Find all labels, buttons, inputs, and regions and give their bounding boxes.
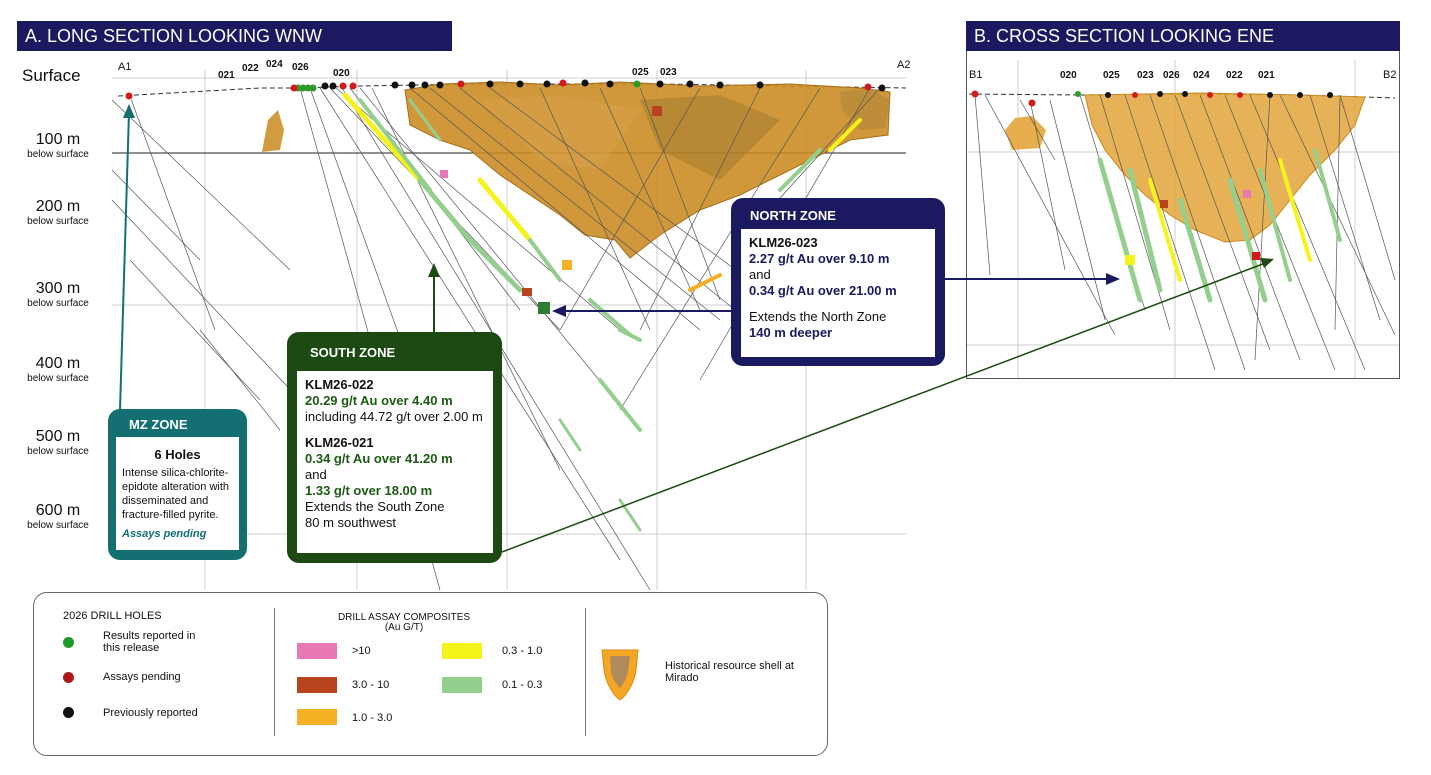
legend-assay-title: DRILL ASSAY COMPOSITES <box>337 612 471 623</box>
south-hole-1-result: 20.29 g/t Au over 4.40 m <box>305 393 453 408</box>
legend-assay-unit: (Au G/T) <box>384 622 424 633</box>
hole-label-b-024: 024 <box>1193 70 1210 81</box>
legend-assay-label-3: 1.0 - 3.0 <box>352 712 393 724</box>
south-hole-1: KLM26-022 <box>305 377 374 392</box>
legend-swatch-0.3-1 <box>442 643 482 659</box>
mz-holes: 6 Holes <box>154 447 201 462</box>
hole-label-b-021: 021 <box>1258 70 1275 81</box>
south-hole-2-result-2: 1.33 g/t over 18.00 m <box>305 483 433 498</box>
north-zone-title: NORTH ZONE <box>750 208 836 223</box>
legend-divider-1 <box>274 608 275 736</box>
north-result-2: 0.34 g/t Au over 21.00 m <box>749 283 897 298</box>
end-label-b1: B1 <box>969 69 983 81</box>
legend: 2026 DRILL HOLES Results reported in thi… <box>33 592 828 756</box>
section-b-assay-composites <box>1097 148 1342 303</box>
mz-zone-title: MZ ZONE <box>129 417 188 432</box>
legend-swatch-gt10 <box>297 643 337 659</box>
north-zone-callout: NORTH ZONE KLM26-023 2.27 g/t Au over 9.… <box>731 198 945 366</box>
section-a-assay-composites <box>342 92 862 532</box>
hole-label-a-025: 025 <box>632 67 649 78</box>
end-label-a2: A2 <box>897 59 911 71</box>
section-b-title: B. CROSS SECTION LOOKING ENE <box>966 21 1400 51</box>
south-and: and <box>305 467 327 482</box>
legend-assay-label-4: 0.3 - 1.0 <box>502 645 543 657</box>
legend-black-dot-icon <box>63 707 74 718</box>
resource-shell-icon <box>601 649 639 701</box>
end-label-a1: A1 <box>118 61 132 73</box>
surface-label: Surface <box>22 66 81 85</box>
mz-description: Intense silica-chlorite-epidote alterati… <box>122 467 230 521</box>
north-hole: KLM26-023 <box>749 235 818 250</box>
section-a-surface-line <box>117 83 907 97</box>
south-note-1: Extends the South Zone <box>305 499 445 514</box>
end-label-b2: B2 <box>1383 69 1397 81</box>
hole-label-a-023: 023 <box>660 67 677 78</box>
legend-divider-2 <box>585 608 586 736</box>
mz-shell-fragment <box>262 110 284 152</box>
legend-assay-label-1: >10 <box>352 645 371 657</box>
hole-label-a-026: 026 <box>292 62 309 73</box>
hole-label-b-020: 020 <box>1060 70 1077 81</box>
legend-drill-title: 2026 DRILL HOLES <box>63 610 162 622</box>
section-b-drill-traces <box>974 94 1396 371</box>
legend-drill-label-2: Assays pending <box>103 671 181 683</box>
legend-green-dot-icon <box>63 637 74 648</box>
legend-shell-label: Historical resource shell at Mirado <box>665 660 794 684</box>
legend-assay-label-2: 3.0 - 10 <box>352 679 390 691</box>
north-note-1: Extends the North Zone <box>749 309 887 324</box>
mz-status: Assays pending <box>122 528 207 540</box>
south-hole-1-including: including 44.72 g/t over 2.00 m <box>305 409 483 424</box>
hole-label-a-020: 020 <box>333 68 350 79</box>
section-b-collars <box>971 90 1333 107</box>
hole-label-b-023: 023 <box>1137 70 1154 81</box>
legend-swatch-1-3 <box>297 709 337 725</box>
legend-red-dot-icon <box>63 672 74 683</box>
north-and: and <box>749 267 771 282</box>
hole-label-a-022: 022 <box>242 63 259 74</box>
south-hole-2-result-1: 0.34 g/t Au over 41.20 m <box>305 451 453 466</box>
legend-drill-label-3: Previously reported <box>103 707 198 719</box>
north-result-1: 2.27 g/t Au over 9.10 m <box>749 251 890 266</box>
south-hole-2: KLM26-021 <box>305 435 374 450</box>
legend-swatch-3-10 <box>297 677 337 693</box>
legend-assay-label-5: 0.1 - 0.3 <box>502 679 543 691</box>
legend-swatch-0.1-0.3 <box>442 677 482 693</box>
section-a-collars <box>124 79 886 101</box>
section-b-resource-shell <box>1084 92 1366 243</box>
hole-label-a-024: 024 <box>266 59 283 70</box>
section-b-shell-fragment <box>1005 116 1046 150</box>
legend-drill-label-1: Results reported in this release <box>103 630 196 654</box>
hole-label-b-025: 025 <box>1103 70 1120 81</box>
section-a-title: A. LONG SECTION LOOKING WNW <box>17 21 452 51</box>
south-zone-callout: SOUTH ZONE KLM26-022 20.29 g/t Au over 4… <box>287 332 502 563</box>
south-zone-title: SOUTH ZONE <box>310 345 396 360</box>
hole-label-b-022: 022 <box>1226 70 1243 81</box>
hole-label-a-021: 021 <box>218 70 235 81</box>
south-note-2: 80 m southwest <box>305 515 397 530</box>
hole-label-b-026: 026 <box>1163 70 1180 81</box>
north-note-2: 140 m deeper <box>749 325 833 340</box>
callout-arrows <box>119 104 1274 553</box>
mz-zone-callout: MZ ZONE 6 Holes Intense silica-chlorite-… <box>108 409 247 560</box>
